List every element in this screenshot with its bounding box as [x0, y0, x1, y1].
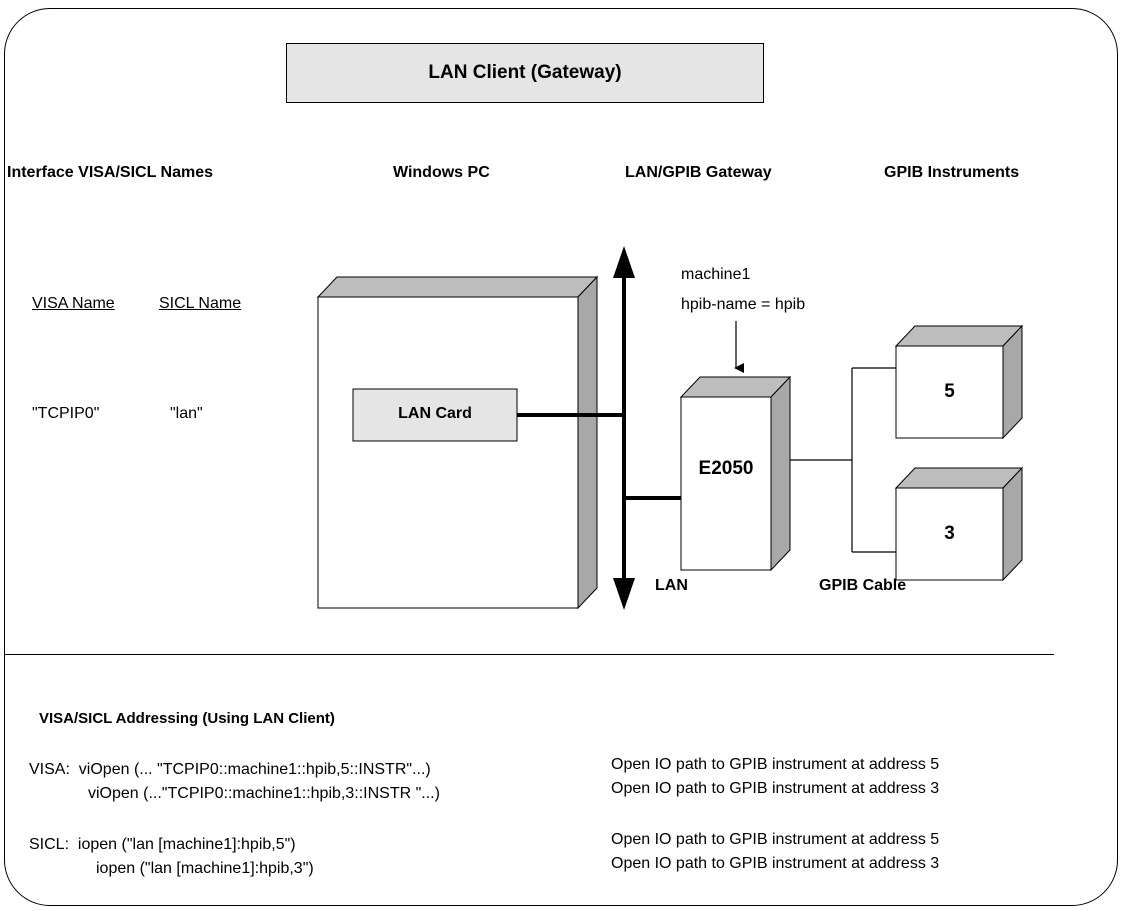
visa-open-line-1: VISA: viOpen (... "TCPIP0::machine1::hpi…: [29, 761, 431, 778]
sicl-desc-1: Open IO path to GPIB instrument at addre…: [611, 831, 940, 848]
sicl-desc-2: Open IO path to GPIB instrument at addre…: [611, 855, 940, 872]
sicl-name-column: SICL Name: [159, 295, 242, 312]
lan-card-box: [352, 388, 518, 442]
gpib-cable-label: GPIB Cable: [819, 577, 907, 594]
section-divider: [4, 654, 1054, 655]
instrument-5-box: [894, 324, 1024, 440]
sicl-open-line-2: iopen ("lan [machine1]:hpib,3"): [96, 860, 314, 877]
header-instruments: GPIB Instruments: [884, 164, 1020, 181]
visa-open-line-2: viOpen (..."TCPIP0::machine1::hpib,3::IN…: [88, 785, 440, 802]
page-title: LAN Client (Gateway): [428, 62, 622, 83]
visa-desc-1: Open IO path to GPIB instrument at addre…: [611, 756, 940, 773]
title-box: LAN Client (Gateway): [286, 43, 764, 103]
windows-pc-box: [316, 275, 599, 610]
lan-label: LAN: [655, 577, 688, 594]
sicl-name-value: "lan": [170, 405, 203, 422]
visa-name-column: VISA Name: [32, 295, 115, 312]
header-windows-pc: Windows PC: [393, 164, 490, 181]
header-gateway: LAN/GPIB Gateway: [625, 164, 772, 181]
instrument-3-box: [894, 466, 1024, 582]
lan-arrow-down-icon: [613, 578, 635, 610]
instrument-5-label: 5: [944, 381, 955, 402]
machine-name-label: machine1: [681, 266, 751, 283]
visa-name-value: "TCPIP0": [32, 405, 100, 422]
lan-card-label: LAN Card: [398, 405, 472, 422]
instrument-3-label: 3: [944, 523, 955, 544]
lan-arrow-up-icon: [613, 246, 635, 278]
outer-frame: [4, 8, 1118, 906]
hpib-name-label: hpib-name = hpib: [681, 296, 806, 313]
sicl-open-line-1: SICL: iopen ("lan [machine1]:hpib,5"): [29, 836, 296, 853]
header-interface-names: Interface VISA/SICL Names: [7, 164, 214, 181]
e2050-box: [679, 375, 792, 572]
e2050-label: E2050: [698, 458, 754, 479]
addressing-heading: VISA/SICL Addressing (Using LAN Client): [39, 710, 335, 727]
visa-desc-2: Open IO path to GPIB instrument at addre…: [611, 780, 940, 797]
